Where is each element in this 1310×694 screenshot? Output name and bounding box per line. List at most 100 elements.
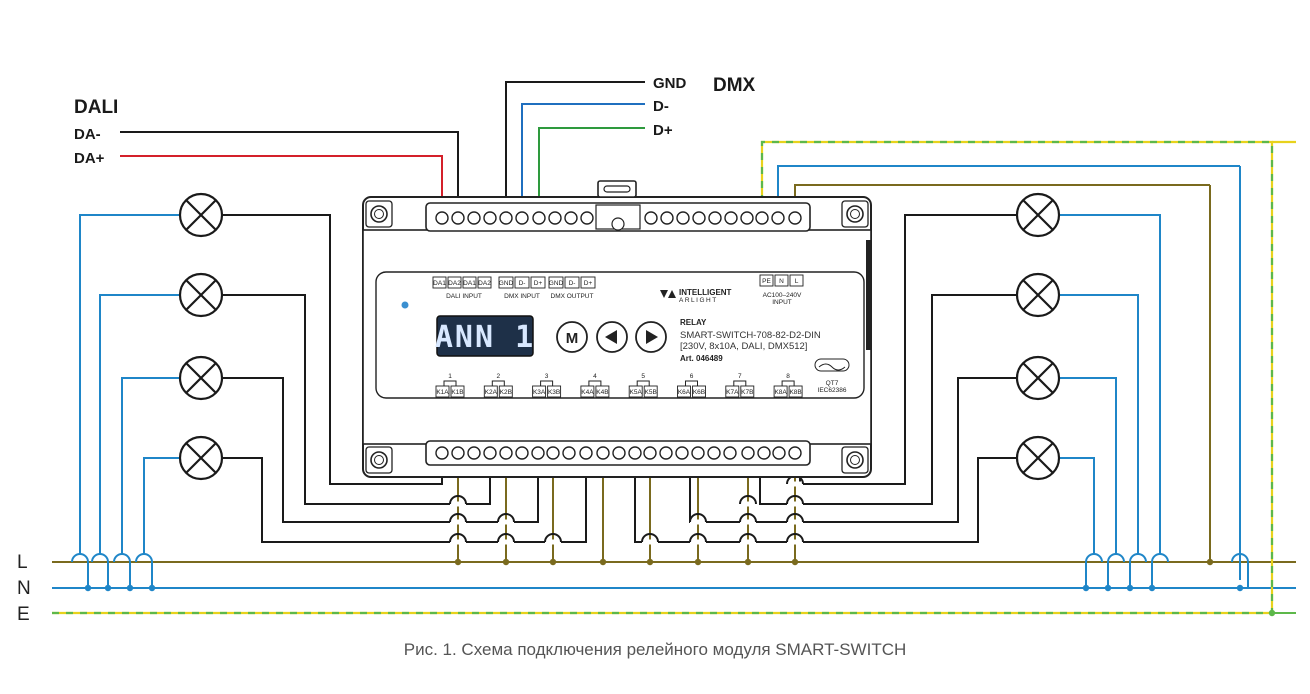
relay-number-8: 8 xyxy=(786,373,790,380)
dmx-input-pin-box-3 xyxy=(530,276,546,289)
bottom-terminal-10 xyxy=(579,446,593,460)
top-terminal-4 xyxy=(483,211,497,225)
relay-b-box-2 xyxy=(498,385,513,398)
relay-a-label-6: K6A xyxy=(678,389,691,396)
figure-caption: Рис. 1. Схема подключения релейного моду… xyxy=(403,640,907,659)
lamp-left-2 xyxy=(178,272,224,318)
relay-a-label-4: K4A xyxy=(581,389,594,396)
lamp-right-neutral-dot-2 xyxy=(1126,584,1134,592)
input-live-junction xyxy=(1206,558,1214,566)
labels-layer: DALI DA- DA+ DMX GND D- D+ L N E xyxy=(17,75,756,625)
relay-number-2: 2 xyxy=(496,373,500,380)
input-neutral-hop xyxy=(1231,553,1249,563)
load-hop-4 xyxy=(497,533,515,543)
brand-sub: ARLIGHT xyxy=(679,297,718,304)
dmx-output-pin-box-2 xyxy=(564,276,580,289)
bottom-terminal-14 xyxy=(643,446,657,460)
dali-input-pin-box-3 xyxy=(462,276,477,289)
lamp-right-neutral-dot-4 xyxy=(1082,584,1090,592)
top-terminal-5 xyxy=(499,211,513,225)
lamp-cross-b xyxy=(1022,362,1054,394)
lamp-cross-b xyxy=(1022,442,1054,474)
relay-b-box-4 xyxy=(595,385,610,398)
dali-input-pin-box-4 xyxy=(477,276,492,289)
top-terminal-9 xyxy=(564,211,578,225)
hop-gap-9 xyxy=(740,501,756,507)
load-hop-2 xyxy=(449,533,467,543)
relay-b-box-8 xyxy=(788,385,803,398)
top-terminal-19 xyxy=(771,211,785,225)
power-input-pin-label-3: L xyxy=(795,278,799,285)
bottom-terminal-3 xyxy=(467,446,481,460)
line-n-label: N xyxy=(17,578,31,599)
power-input-label: INPUT xyxy=(772,299,792,306)
relay-b-label-4: K4B xyxy=(596,389,608,396)
load-wire-7 xyxy=(759,294,1016,505)
bottom-terminal-22 xyxy=(772,446,786,460)
relay-a-label-5: K5A xyxy=(630,389,643,396)
hop-gap-15 xyxy=(787,539,803,545)
relay-b-label-8: K8B xyxy=(789,389,801,396)
dmx-output-label: DMX OUTPUT xyxy=(551,293,594,300)
lamp-left-hop-1 xyxy=(71,553,89,563)
lamp-right-hop-4 xyxy=(1085,553,1103,563)
top-terminal-1 xyxy=(435,211,449,225)
wires-layer xyxy=(52,81,1296,617)
relay-a-label-7: K7A xyxy=(726,389,739,396)
cert-standard: IEC62386 xyxy=(818,387,847,394)
screw-inner-2 xyxy=(374,455,384,465)
load-wire-5 xyxy=(634,452,1016,543)
relay-contact-symbol-7 xyxy=(733,380,747,386)
bottom-terminal-2 xyxy=(451,446,465,460)
relay-contact-symbol-5 xyxy=(636,380,650,386)
bottom-terminal-7 xyxy=(531,446,545,460)
load-wire-6 xyxy=(689,377,1016,523)
relay-contact-symbol-6 xyxy=(685,380,698,386)
load-hop-7 xyxy=(689,513,707,523)
lamp-cross-b xyxy=(1022,199,1054,231)
dali-input-pin-label-4: DA2 xyxy=(478,280,491,287)
relay-number-4: 4 xyxy=(593,373,597,380)
top-terminal-15 xyxy=(708,211,722,225)
load-hop-3 xyxy=(497,513,515,523)
relay-contact-symbol-4 xyxy=(588,380,602,386)
relay-a-box-7 xyxy=(725,385,740,398)
lamp-left-neutral-dot-1 xyxy=(84,584,92,592)
dali-cert-wave xyxy=(818,363,846,371)
relay-live-dot-1 xyxy=(454,558,462,566)
bottom-terminal-8 xyxy=(546,446,560,460)
relay-a-label-3: K3A xyxy=(533,389,546,396)
load-wire-4 xyxy=(222,452,587,543)
next-arrow-icon xyxy=(646,330,658,344)
relay-b-label-5: K5B xyxy=(645,389,657,396)
screw-inner-3 xyxy=(850,455,860,465)
hop-gap-3 xyxy=(498,519,514,525)
bottom-terminal-5 xyxy=(499,446,513,460)
product-model: SMART-SWITCH-708-82-D2-DIN xyxy=(680,330,821,341)
bottom-terminal-21 xyxy=(757,446,771,460)
relay-live-dot-3 xyxy=(549,558,557,566)
status-led xyxy=(401,301,409,309)
dmx-input-pin-box-2 xyxy=(514,276,530,289)
relay-number-5: 5 xyxy=(641,373,645,380)
power-voltage-label: AC100–240V xyxy=(763,292,802,299)
cert-code: QT7 xyxy=(826,380,839,387)
hop-gap-1 xyxy=(450,519,466,525)
hop-gap-0 xyxy=(450,501,466,507)
load-wire-3 xyxy=(222,377,539,523)
screw-inner-1 xyxy=(850,209,860,219)
relay-a-label-8: K8A xyxy=(774,389,787,396)
lamp-right-neutral-2 xyxy=(1060,294,1139,554)
lamp-right-neutral-dot-1 xyxy=(1148,584,1156,592)
dali-title: DALI xyxy=(74,97,118,118)
dali-input-pin-box-1 xyxy=(432,276,447,289)
relay-number-7: 7 xyxy=(738,373,742,380)
lamp-left-3 xyxy=(178,355,224,401)
top-terminal-13 xyxy=(676,211,690,225)
relay-live-dot-7 xyxy=(744,558,752,566)
bottom-terminal-4 xyxy=(483,446,497,460)
load-hop-6 xyxy=(641,533,659,543)
hop-gap-11 xyxy=(740,539,756,545)
relay-live-dot-8 xyxy=(791,558,799,566)
